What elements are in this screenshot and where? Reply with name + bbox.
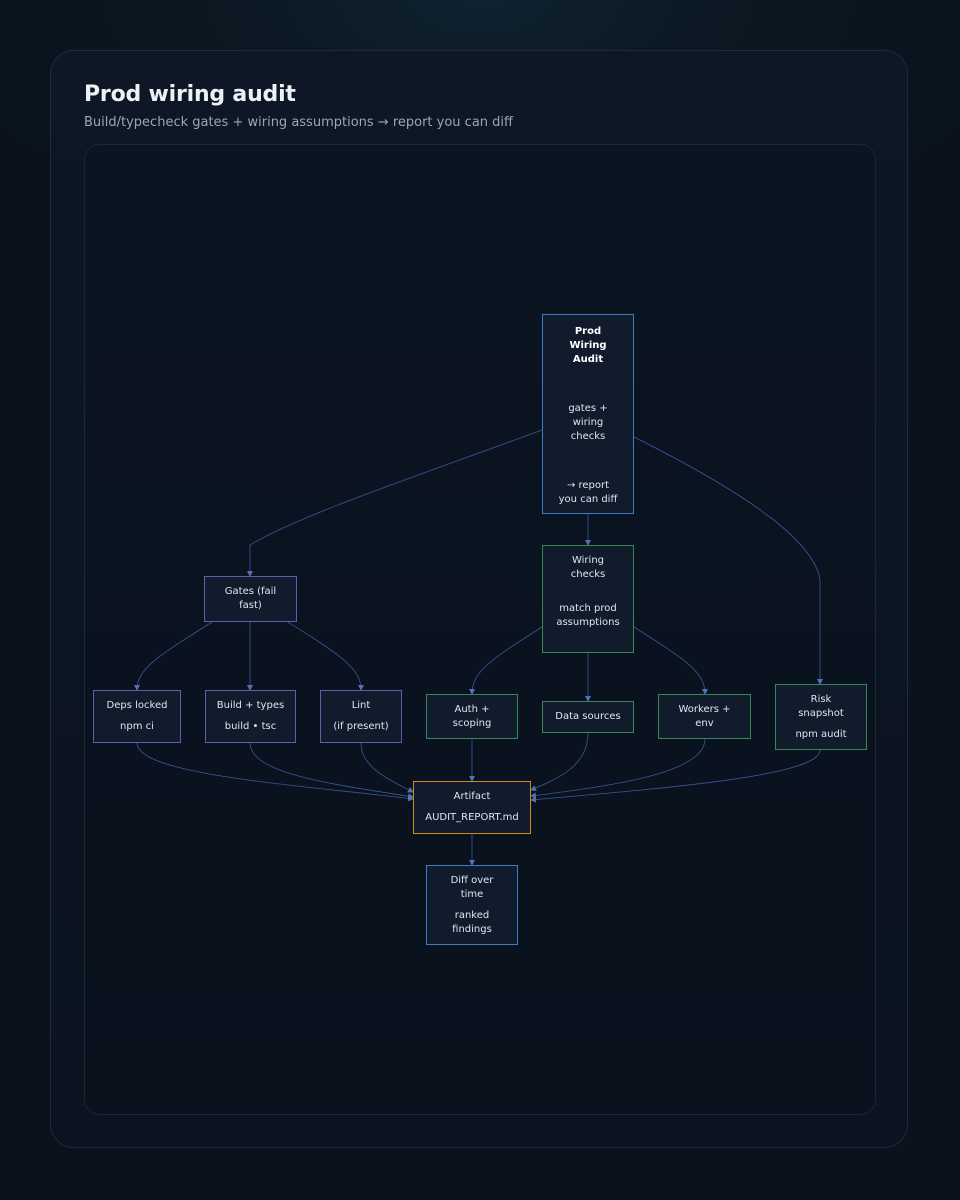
node-deps-title: Deps locked — [106, 700, 168, 711]
node-artifact-title: Artifact — [453, 791, 491, 802]
node-auth-scoping: Auth + scoping — [426, 694, 518, 739]
node-wiring-checks: Wiring checks match prod assumptions — [542, 545, 634, 653]
page-subtitle: Build/typecheck gates + wiring assumptio… — [84, 115, 513, 130]
node-artifact-detail: AUDIT_REPORT.md — [425, 812, 519, 823]
edge-root-risk — [633, 436, 823, 685]
node-diff-over-time: Diff over time ranked findings — [426, 865, 518, 945]
node-lint: Lint (if present) — [320, 690, 402, 743]
node-root-gates-text: gates + wiring checks — [568, 403, 608, 442]
node-risk-detail: npm audit — [795, 729, 847, 740]
edge-risk-artifact — [530, 749, 821, 803]
node-build-title: Build + types — [216, 700, 285, 711]
node-diff-title: Diff over time — [450, 875, 494, 900]
edge-wiring-auth — [469, 626, 543, 695]
edge-datasources-artifact — [530, 732, 589, 791]
node-prod-wiring-audit: Prod Wiring Audit gates + wiring checks … — [542, 314, 634, 514]
node-root-title: Prod Wiring Audit — [569, 326, 607, 365]
edge-deps-artifact — [136, 742, 414, 802]
node-wiring-detail: match prod assumptions — [556, 603, 620, 628]
node-root-report-text: → report you can diff — [558, 480, 618, 505]
edge-lint-artifact — [360, 742, 414, 793]
page-title: Prod wiring audit — [84, 82, 296, 107]
node-auth-title: Auth + scoping — [452, 703, 492, 729]
node-deps-detail: npm ci — [120, 721, 154, 732]
node-diff-detail: ranked findings — [452, 910, 492, 935]
edge-gates-deps — [134, 621, 213, 691]
node-deps-locked: Deps locked npm ci — [93, 690, 181, 743]
edge-workers-artifact — [530, 738, 706, 799]
diagram-panel — [84, 144, 876, 1115]
edge-root-gates — [247, 429, 543, 577]
node-gates-title: Gates (fail fast) — [224, 586, 277, 611]
node-datasources-title: Data sources — [555, 711, 621, 722]
node-build-types: Build + types build • tsc — [205, 690, 296, 743]
node-artifact: Artifact AUDIT_REPORT.md — [413, 781, 531, 834]
node-risk-title: Risk snapshot — [798, 694, 844, 719]
edge-build-artifact — [249, 742, 414, 800]
node-risk-snapshot: Risk snapshot npm audit — [775, 684, 867, 750]
node-lint-title: Lint — [351, 700, 371, 711]
node-workers-env: Workers + env — [658, 694, 751, 739]
node-data-sources: Data sources — [542, 701, 634, 733]
node-build-detail: build • tsc — [224, 721, 277, 732]
node-lint-detail: (if present) — [333, 721, 389, 732]
node-workers-title: Workers + env — [678, 703, 731, 729]
node-wiring-title: Wiring checks — [570, 555, 606, 580]
edge-gates-lint — [287, 621, 364, 691]
node-gates: Gates (fail fast) — [204, 576, 297, 622]
edge-wiring-workers — [633, 626, 708, 695]
